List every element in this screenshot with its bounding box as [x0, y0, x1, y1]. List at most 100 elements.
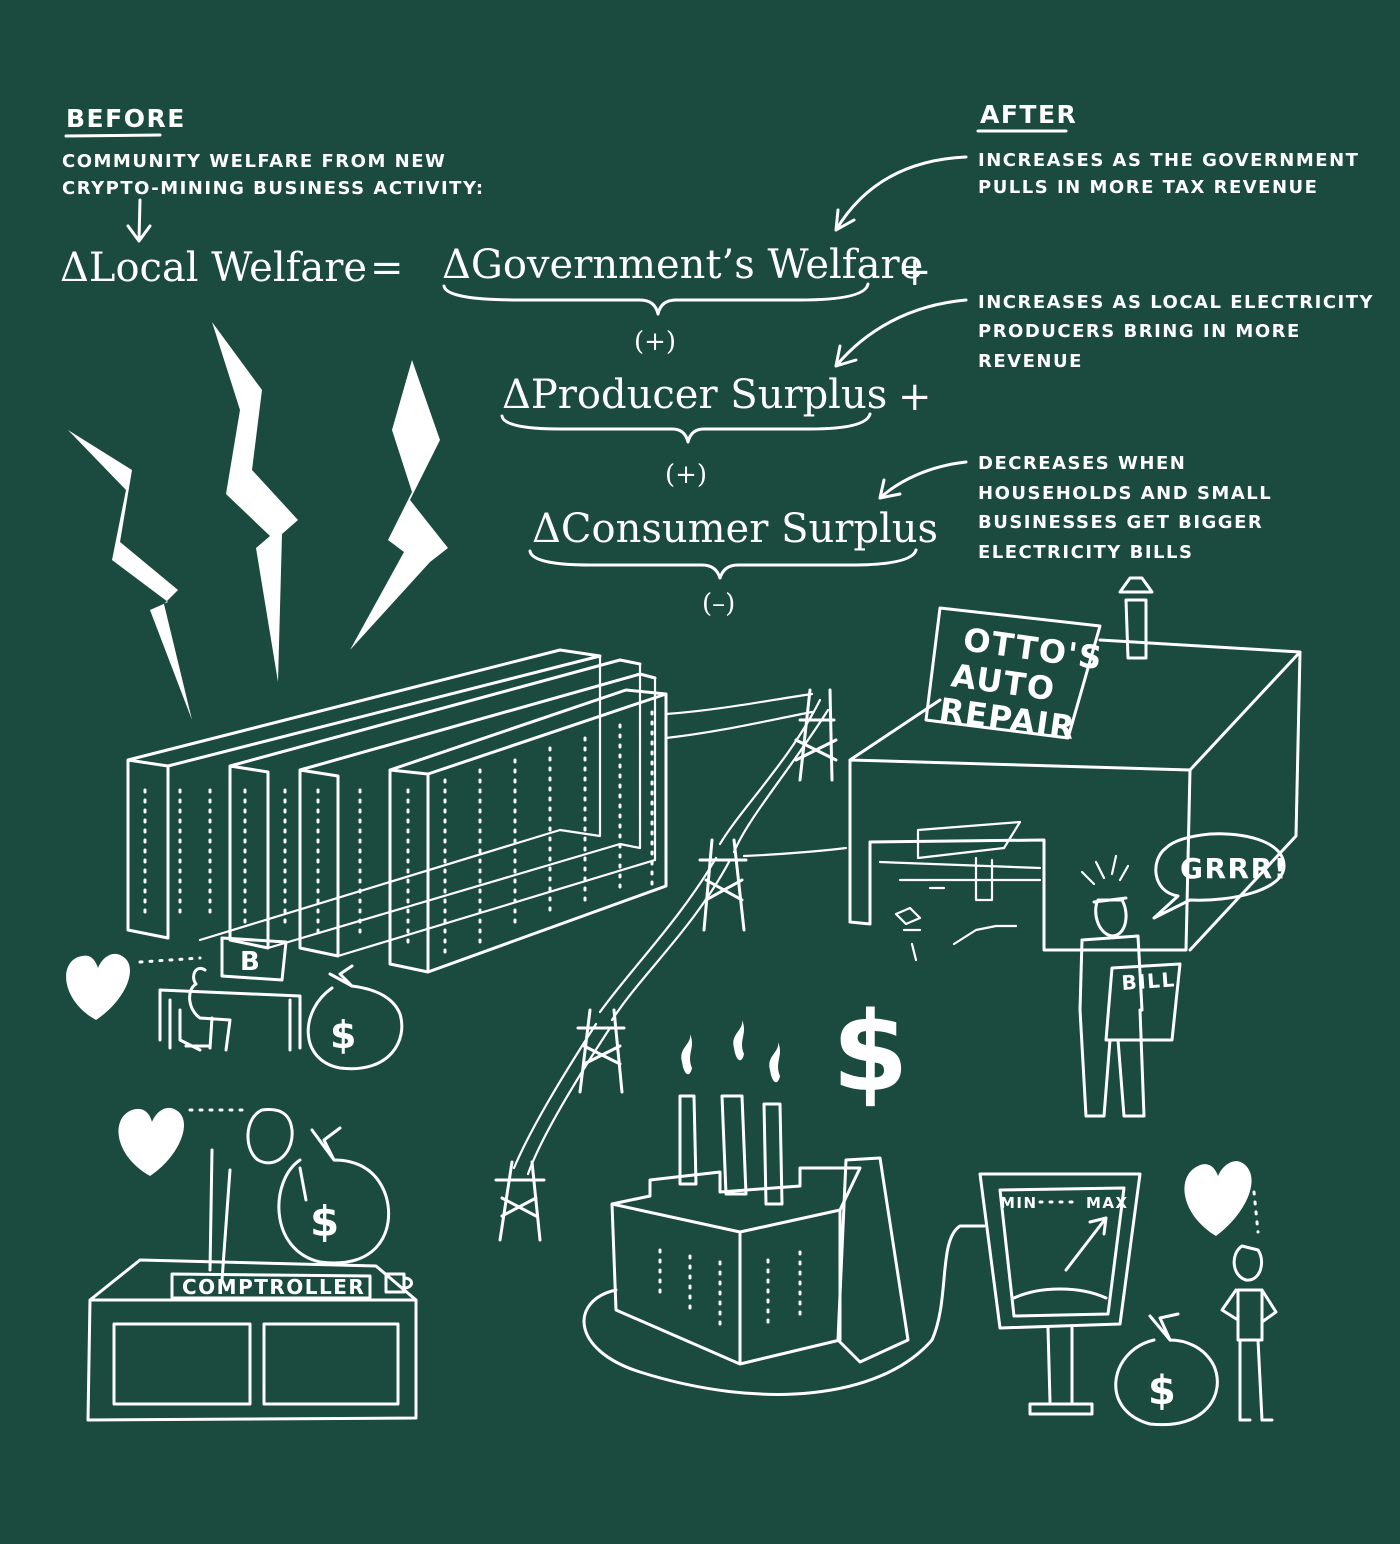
heart-icon	[1184, 1161, 1252, 1236]
smoke-dollar-sign: $	[832, 988, 910, 1116]
producer-note-line-1: INCREASES AS LOCAL ELECTRICITY	[978, 292, 1374, 313]
producer-brace	[500, 412, 872, 444]
producer-arrow-icon	[834, 298, 968, 368]
meter-dial-arc	[1012, 1287, 1108, 1300]
computer-monitor	[220, 936, 288, 982]
dotted-line	[138, 956, 202, 964]
producer-sign: (+)	[665, 460, 707, 490]
dotted-line	[1252, 1190, 1260, 1234]
anger-marks	[1080, 854, 1130, 886]
power-cables	[512, 692, 848, 1176]
household-person: $	[1114, 1161, 1278, 1427]
before-text-line-1: COMMUNITY WELFARE FROM NEW	[62, 151, 446, 172]
comptroller-desk-body	[86, 1258, 418, 1422]
plus-sign-2: +	[898, 374, 932, 420]
producer-note-line-2: PRODUCERS BRING IN MORE	[978, 321, 1301, 342]
consumer-brace	[528, 548, 918, 580]
owner-person	[1078, 896, 1146, 1118]
consumer-note-line-1: DECREASES WHEN	[978, 453, 1186, 474]
before-text-line-2: CRYPTO-MINING BUSINESS ACTIVITY:	[62, 178, 485, 199]
consumer-note-line-3: BUSINESSES GET BIGGER	[978, 512, 1263, 533]
shop-sign-board	[924, 606, 1102, 740]
meter-needle-icon	[1064, 1216, 1108, 1272]
power-tower	[494, 1160, 546, 1242]
equals-sign: =	[370, 245, 404, 291]
government-sign: (+)	[634, 327, 676, 357]
household-person-figure	[1220, 1244, 1278, 1422]
government-welfare-term: ΔGovernment’s Welfare	[442, 242, 923, 288]
smokestacks	[678, 1094, 784, 1206]
desk	[158, 988, 302, 1052]
shop-sign-line-3: REPAIR	[937, 690, 1078, 747]
consumer-surplus-term: ΔConsumer Surplus	[532, 506, 938, 552]
nameplate	[170, 1272, 372, 1300]
after-block: AFTER	[976, 100, 1077, 133]
before-underline	[64, 133, 162, 138]
lightning-bolt-icon	[212, 322, 298, 682]
nameplate-label: COMPTROLLER	[182, 1275, 365, 1299]
meter-face	[998, 1186, 1126, 1318]
crypto-miner-desk: B $	[66, 936, 404, 1071]
plus-sign-1: +	[898, 249, 932, 295]
government-note-line-2: PULLS IN MORE TAX REVENUE	[978, 177, 1318, 198]
consumer-arrow-icon	[878, 460, 968, 500]
electric-meter: MIN MAX	[978, 1172, 1142, 1416]
government-brace	[442, 282, 870, 316]
money-bag-dollar: $	[1148, 1368, 1177, 1414]
server-rack	[126, 648, 602, 940]
before-heading: BEFORE	[66, 104, 186, 133]
bill-paper	[1104, 962, 1182, 1042]
miner-person	[178, 967, 232, 1052]
comptroller-desk: $ COMPTROLLER	[86, 1107, 418, 1422]
smoke-puffs	[681, 1020, 780, 1083]
server-rack	[388, 688, 668, 974]
server-lights	[143, 710, 654, 957]
consumer-note: DECREASES WHEN HOUSEHOLDS AND SMALL BUSI…	[878, 453, 1272, 563]
meter-stand	[1028, 1326, 1094, 1416]
power-tower	[794, 688, 838, 782]
money-bag	[306, 964, 404, 1071]
lightning-bolt-icon	[350, 360, 448, 650]
power-lines	[494, 688, 848, 1242]
car-on-lift	[878, 820, 1042, 902]
bill-label: BILL	[1121, 967, 1177, 995]
before-block: BEFORE COMMUNITY WELFARE FROM NEW CRYPTO…	[62, 104, 485, 243]
down-arrow-icon	[126, 198, 152, 243]
speech-bubble	[1152, 832, 1286, 920]
government-arrow-icon	[834, 155, 968, 232]
consumer-note-line-2: HOUSEHOLDS AND SMALL	[978, 483, 1272, 504]
consumer-sign: (–)	[702, 589, 735, 619]
meter-min-label: MIN	[1000, 1194, 1038, 1212]
tools	[894, 886, 1018, 962]
local-welfare-term: ΔLocal Welfare	[60, 245, 367, 291]
equation: ΔLocal Welfare = ΔGovernment’s Welfare +…	[60, 242, 938, 619]
bitcoin-symbol: B	[240, 947, 261, 977]
producer-surplus-term: ΔProducer Surplus	[502, 372, 887, 418]
government-note-line-1: INCREASES AS THE GOVERNMENT	[978, 150, 1359, 171]
money-bag-dollar: $	[330, 1013, 358, 1057]
meter-max-label: MAX	[1086, 1194, 1129, 1212]
power-tower	[698, 838, 748, 932]
meter-body	[978, 1172, 1142, 1330]
money-bag	[1114, 1312, 1219, 1427]
crypto-server-racks	[126, 648, 668, 974]
power-cord	[582, 1224, 986, 1396]
speech-text: GRRR!	[1180, 852, 1288, 885]
plant-windows	[658, 1248, 802, 1332]
lightning-bolts	[68, 322, 448, 720]
producer-note-line-3: REVENUE	[978, 351, 1083, 372]
cooling-tower	[836, 1156, 910, 1364]
chimney	[1118, 576, 1154, 660]
heart-icon	[118, 1107, 184, 1176]
power-tower	[576, 1008, 626, 1094]
server-rack	[166, 658, 642, 950]
auto-repair-shop: OTTO'S AUTO REPAIR	[848, 576, 1302, 962]
lightning-bolt-icon	[68, 430, 192, 720]
government-note: INCREASES AS THE GOVERNMENT PULLS IN MOR…	[834, 150, 1359, 232]
angry-shop-owner: GRRR! BILL	[1078, 832, 1288, 1118]
money-bag	[277, 1126, 391, 1265]
plant-building	[610, 1166, 862, 1366]
after-heading: AFTER	[980, 100, 1077, 129]
